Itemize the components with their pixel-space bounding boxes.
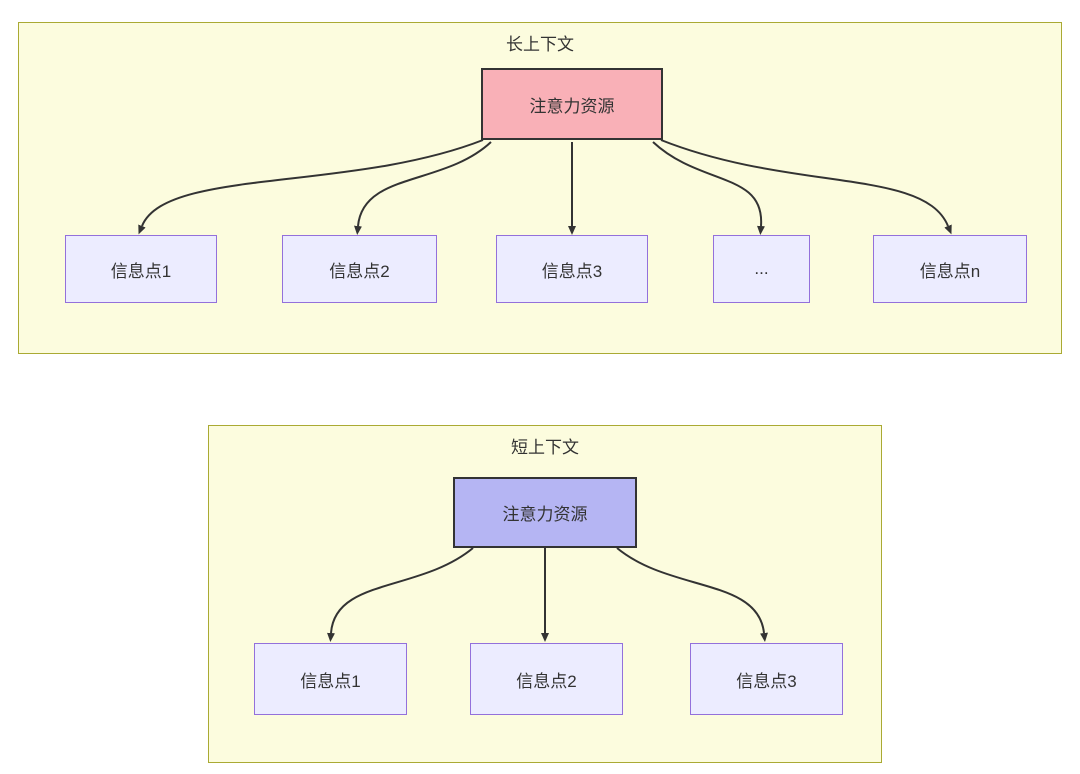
cluster-long-title: 长上下文 <box>506 35 574 54</box>
node-long-info-1: 信息点1 <box>65 235 217 303</box>
node-short-info-2: 信息点2 <box>470 643 623 715</box>
node-long-info-3: 信息点3 <box>496 235 648 303</box>
node-long-info-2: 信息点2 <box>282 235 437 303</box>
cluster-short-title: 短上下文 <box>511 438 579 457</box>
node-long-info-ellipsis: ... <box>713 235 810 303</box>
node-short-info-3: 信息点3 <box>690 643 843 715</box>
node-attention-long: 注意力资源 <box>481 68 663 140</box>
node-attention-short: 注意力资源 <box>453 477 637 548</box>
node-short-info-1: 信息点1 <box>254 643 407 715</box>
node-long-info-n: 信息点n <box>873 235 1027 303</box>
